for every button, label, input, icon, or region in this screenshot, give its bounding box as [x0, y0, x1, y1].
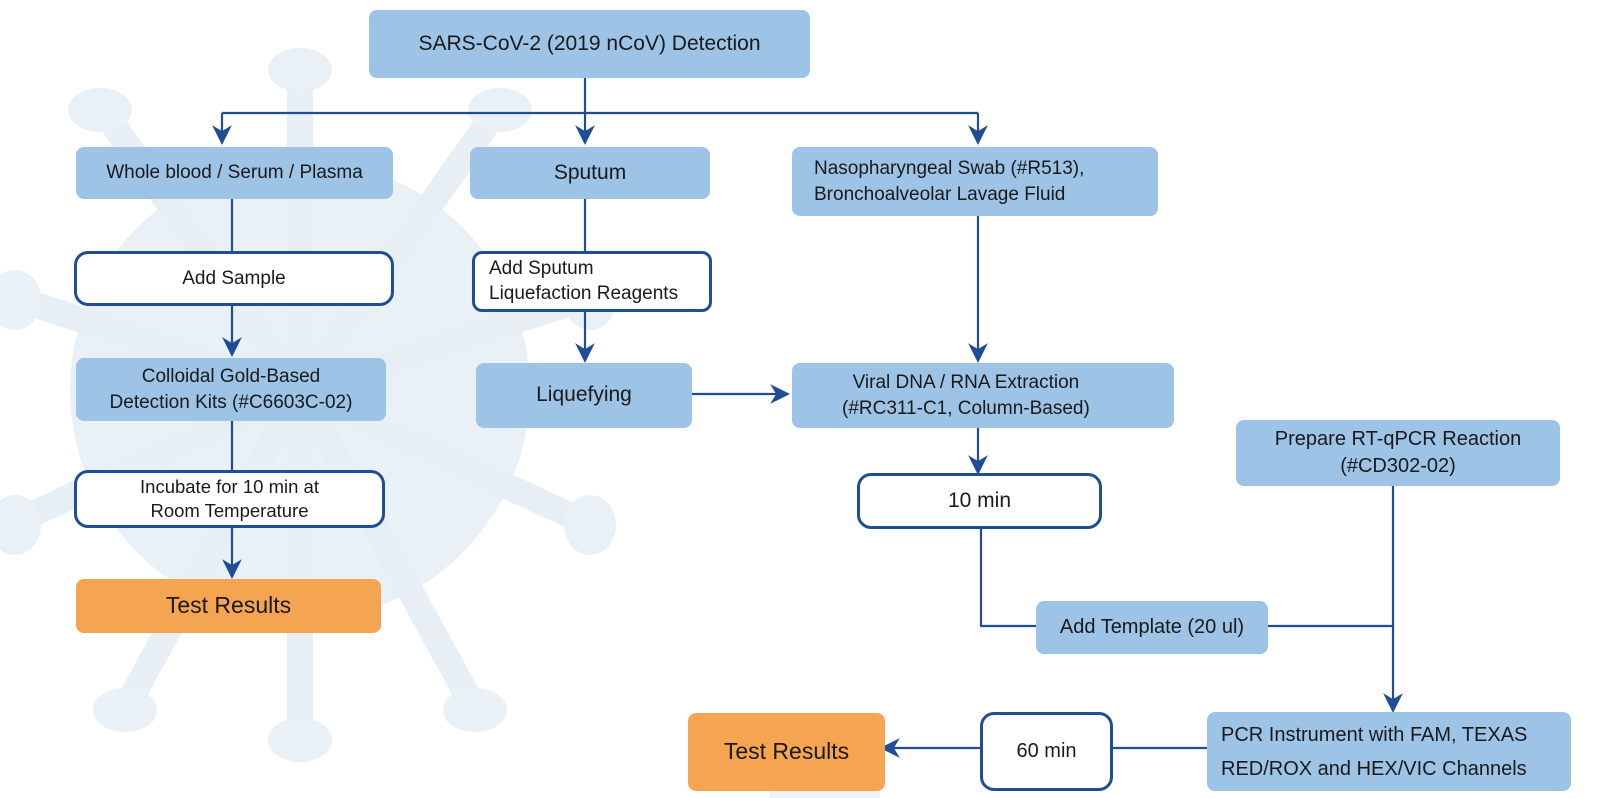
colloidal-gold-kit-node: Colloidal Gold-Based Detection Kits (#C6… [76, 358, 386, 421]
title-node: SARS-CoV-2 (2019 nCoV) Detection [369, 10, 810, 78]
extraction-time-node: 10 min [857, 473, 1102, 529]
add-template-node: Add Template (20 ul) [1036, 601, 1268, 654]
pcr-test-results-node: Test Results [688, 713, 885, 791]
connector-10min-to-template [979, 527, 1036, 628]
add-sample-node: Add Sample [74, 251, 394, 306]
extraction-node: Viral DNA / RNA Extraction (#RC311-C1, C… [792, 363, 1174, 428]
sputum-sample-node: Sputum [470, 147, 710, 199]
run-time-node: 60 min [980, 712, 1113, 791]
liquefying-node: Liquefying [476, 363, 692, 428]
pcr-instrument-node: PCR Instrument with FAM, TEXAS RED/ROX a… [1207, 712, 1571, 791]
blood-test-results-node: Test Results [76, 579, 381, 633]
incubate-node: Incubate for 10 min at Room Temperature [74, 470, 385, 528]
prepare-rtqpcr-node: Prepare RT-qPCR Reaction (#CD302-02) [1236, 420, 1560, 486]
sputum-reagent-node: Add Sputum Liquefaction Reagents [472, 251, 712, 312]
swab-sample-node: Nasopharyngeal Swab (#R513), Bronchoalve… [792, 147, 1158, 216]
blood-sample-node: Whole blood / Serum / Plasma [76, 147, 393, 199]
